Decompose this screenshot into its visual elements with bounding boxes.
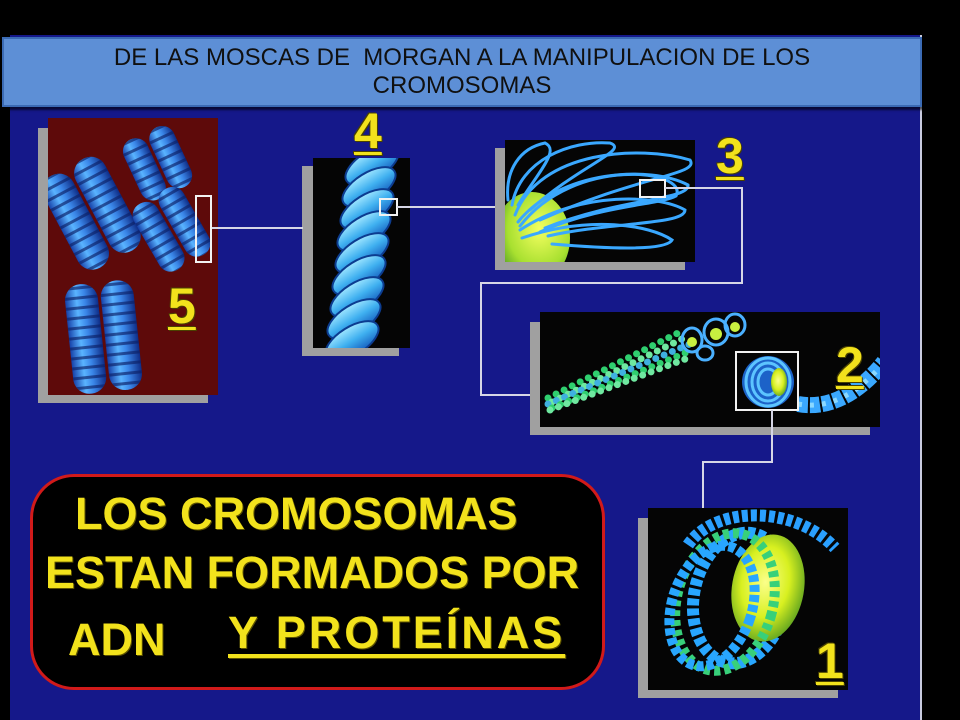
fiber-loop-core — [710, 328, 722, 340]
panel-1 — [638, 508, 848, 698]
chromatid-bands — [74, 156, 141, 253]
connector-lines — [212, 187, 773, 508]
dna-tail — [683, 509, 840, 553]
chromatin-loop — [513, 151, 693, 222]
fiber-tail — [796, 356, 880, 414]
chromatid-bands — [65, 284, 107, 394]
slide-title: DE LAS MOSCAS DE MORGAN A LA MANIPULACIO… — [113, 44, 817, 99]
coil-core — [771, 368, 787, 396]
chromatid-bands — [158, 186, 211, 257]
fiber-loop-core — [730, 322, 740, 332]
panel-5-label: 5 — [168, 278, 196, 334]
connector-2-to-1 — [702, 410, 773, 508]
chromatin-loop — [518, 172, 679, 234]
caption-line-1: LOS CROMOSOMAS — [75, 488, 518, 539]
connector-3-to-2 — [480, 187, 743, 396]
panel-4 — [302, 158, 410, 356]
panel-3 — [495, 140, 695, 270]
chromatid-bands — [132, 201, 185, 272]
chromatid-bands — [149, 125, 193, 189]
chromatin-loop — [506, 141, 552, 207]
panel-4-label: 4 — [354, 103, 382, 159]
fiber-loop — [723, 312, 747, 338]
title-banner: DE LAS MOSCAS DE MORGAN A LA MANIPULACIO… — [2, 37, 922, 107]
chromatin-loop — [520, 222, 675, 250]
chromatid-bands — [48, 173, 110, 270]
panel-2-label: 2 — [836, 337, 864, 393]
chromosome-arm-lower — [65, 280, 142, 394]
looped-domains-illustration — [505, 141, 693, 262]
nucleosome-bead-chain — [546, 354, 692, 414]
caption-box: LOS CROMOSOMAS ESTAN FORMADOS POR ADN Y … — [30, 474, 605, 690]
chromatin-loop — [510, 141, 616, 212]
small-chromosome-arm-lower — [132, 186, 211, 272]
dna-wrap — [670, 528, 780, 676]
panel-5-zoom-bracket — [195, 195, 212, 263]
coil-ring — [744, 356, 792, 408]
chromosome-arm-upper — [48, 156, 141, 270]
solenoid-coil — [742, 356, 794, 408]
metaphase-chromosome-illustration — [48, 125, 211, 394]
fiber-loop — [680, 326, 704, 354]
small-chromosome-arm-upper — [122, 125, 193, 201]
chromatid-bands — [100, 280, 142, 391]
chromatin-fiber-illustration — [544, 312, 880, 414]
panel-1-label: 1 — [816, 633, 844, 689]
caption-line-3-right: Y PROTEÍNAS — [228, 607, 566, 658]
panel-2-zoom-frame — [735, 351, 799, 411]
chromatid-bands — [122, 138, 166, 201]
panel-2 — [530, 312, 880, 435]
chromatin-loop — [516, 172, 690, 230]
caption-line-2: ESTAN FORMADOS POR — [45, 547, 580, 598]
panel-3-label: 3 — [716, 128, 744, 184]
nucleosome-bead-chain — [544, 340, 694, 408]
panel-5 — [38, 118, 218, 403]
fiber-loop-core — [687, 337, 697, 347]
helix-segment — [324, 320, 380, 348]
coiled-fiber-illustration — [324, 158, 400, 348]
nucleosome-illustration — [664, 509, 840, 676]
nucleosome-bead-chain — [544, 328, 684, 402]
fiber-loop — [695, 344, 715, 362]
dna-wrap — [664, 540, 760, 672]
chromatin-loop — [518, 197, 687, 238]
caption-line-3-left: ADN — [68, 614, 166, 665]
